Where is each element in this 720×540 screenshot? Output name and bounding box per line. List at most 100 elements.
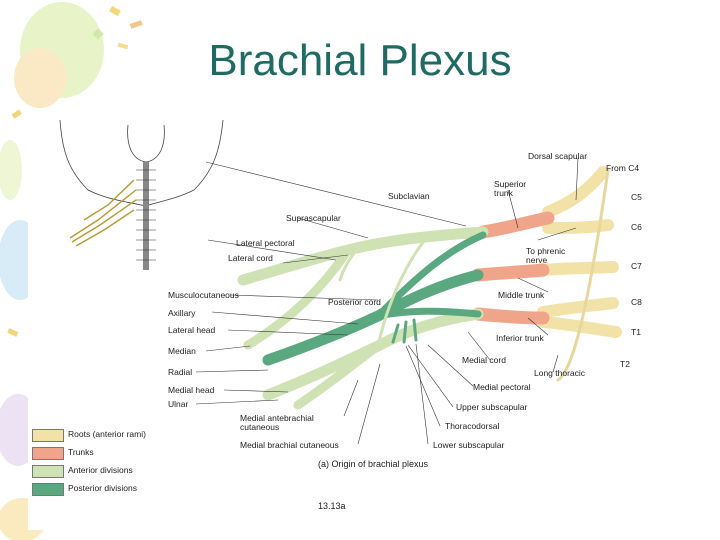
leader-median (205, 345, 251, 352)
leader-medial-antebrachial (343, 379, 359, 417)
root-c8 (537, 297, 619, 318)
leader-upper-subscapular (407, 344, 454, 408)
leader-lines (195, 157, 579, 445)
legend: Roots (anterior rami) Trunks Anterior di… (32, 428, 192, 498)
label-superior-trunk: Superior trunk (494, 179, 527, 198)
plexus-main (237, 166, 622, 410)
label-inferior-trunk: Inferior trunk (496, 333, 544, 343)
label-t2: T2 (620, 359, 630, 369)
label-middle-trunk: Middle trunk (498, 290, 545, 300)
root-c6 (542, 219, 614, 234)
inset-plexus-nerves (69, 179, 137, 247)
leader-long-thoracic (552, 354, 559, 373)
leader-ulnar (195, 399, 279, 405)
confetti-decoration (11, 109, 22, 119)
confetti-decoration (109, 5, 121, 17)
slide-title: Brachial Plexus (208, 36, 512, 85)
leader-medial-head (223, 389, 289, 393)
legend-swatch-anterior-divisions (32, 465, 64, 478)
confetti-decoration (129, 20, 143, 29)
label-lateral-cord: Lateral cord (228, 253, 273, 263)
root-c7 (537, 261, 619, 276)
leader-radial (195, 369, 269, 373)
inferior-trunk (471, 307, 550, 325)
body-outline-right (145, 119, 224, 207)
balloon-decoration (14, 48, 66, 108)
label-median: Median (168, 346, 196, 356)
body-inset (59, 119, 224, 270)
balloon-decoration (0, 140, 22, 200)
legend-label: Posterior divisions (68, 483, 137, 493)
leader-subclavian (205, 161, 467, 227)
label-lower-subscapular: Lower subscapular (433, 440, 505, 450)
label-medial-brachial-cutaneous: Medial brachial cutaneous (240, 440, 339, 450)
label-long-thoracic: Long thoracic (534, 368, 586, 378)
legend-swatch-posterior-divisions (32, 483, 64, 496)
label-medial-cord: Medial cord (462, 355, 506, 365)
label-lateral-pectoral: Lateral pectoral (236, 238, 295, 248)
legend-item-anterior-divisions: Anterior divisions (32, 464, 192, 478)
label-medial-pectoral: Medial pectoral (473, 382, 531, 392)
label-axillary: Axillary (168, 308, 196, 318)
confetti-decoration (7, 328, 19, 337)
lateral-pectoral-branch (338, 246, 360, 282)
label-to-phrenic-nerve: To phrenic nerve (526, 246, 566, 265)
leader-lateral-pectoral (207, 239, 337, 261)
label-subclavian: Subclavian (388, 191, 430, 201)
neck-outline (127, 124, 165, 163)
legend-item-posterior-divisions: Posterior divisions (32, 482, 192, 496)
confetti-decoration (117, 42, 129, 50)
legend-item-roots: Roots (anterior rami) (32, 428, 192, 442)
leader-axillary (211, 311, 359, 325)
label-thoracodorsal: Thoracodorsal (445, 421, 500, 431)
long-thoracic-nerve (556, 168, 610, 382)
leader-lower-subscapular (415, 343, 429, 445)
leader-suprascapular (297, 217, 369, 239)
label-c8: C8 (631, 297, 642, 307)
lower-subscapular-branch (412, 318, 418, 342)
label-dorsal-scapular: Dorsal scapular (528, 151, 588, 161)
leader-superior-trunk (507, 189, 519, 229)
label-c5: C5 (631, 192, 642, 202)
middle-trunk (471, 263, 550, 282)
legend-label: Anterior divisions (68, 465, 133, 475)
legend-label: Roots (anterior rami) (68, 429, 146, 439)
brachial-plexus-illustration (59, 119, 622, 445)
vertebrae (136, 169, 156, 261)
posterior-division-inferior (374, 307, 482, 320)
leader-musculocutaneous (230, 294, 379, 301)
figure-caption: (a) Origin of brachial plexus (318, 459, 429, 469)
legend-item-trunks: Trunks (32, 446, 192, 460)
label-posterior-cord: Posterior cord (328, 297, 381, 307)
ulnar-nerve-segment (293, 341, 383, 410)
label-ulnar: Ulnar (168, 399, 189, 409)
label-suprascapular: Suprascapular (286, 213, 341, 223)
figure-id: 13.13a (318, 501, 346, 511)
label-t1: T1 (631, 327, 641, 337)
leader-dorsal-scapular (575, 157, 579, 201)
leader-medial-cord (467, 331, 491, 361)
leader-lateral-cord (282, 254, 349, 264)
leader-middle-trunk (517, 277, 549, 293)
legend-swatch-trunks (32, 447, 64, 460)
thoracodorsal-branch (402, 320, 408, 344)
figure-panel: Dorsal scapular From C4 C5 C6 C7 C8 T1 T… (28, 110, 642, 530)
leader-medial-pectoral (427, 344, 474, 387)
root-t1 (537, 316, 622, 338)
leader-lateral-head (227, 329, 349, 336)
label-c7: C7 (631, 261, 642, 271)
label-medial-antebrachial-cutaneous: Medial antebrachial cutaneous (240, 413, 314, 432)
label-musculocutaneous: Musculocutaneous (168, 290, 239, 300)
label-medial-head: Medial head (168, 385, 215, 395)
label-lateral-head: Lateral head (168, 325, 216, 335)
label-radial: Radial (168, 367, 193, 377)
label-c6: C6 (631, 222, 642, 232)
subscapular-branch (391, 323, 400, 344)
legend-swatch-roots (32, 429, 64, 442)
leader-thoracodorsal (405, 345, 441, 427)
leader-medial-brachial (357, 363, 381, 445)
label-from-c4: From C4 (606, 163, 640, 173)
superior-trunk (476, 211, 555, 239)
